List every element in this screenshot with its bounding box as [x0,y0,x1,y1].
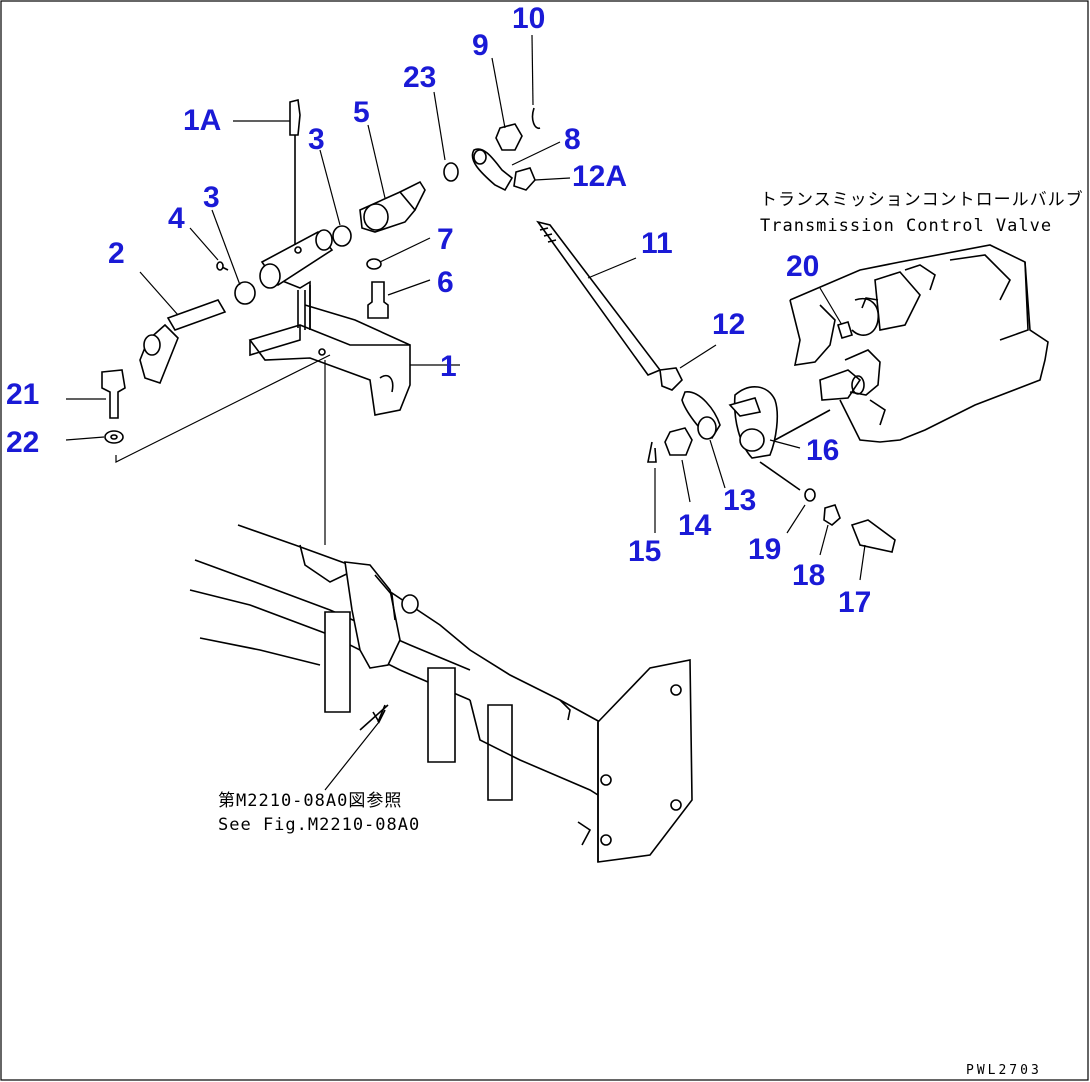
callout-6: 6 [437,266,454,299]
callout-3-right: 3 [308,123,325,156]
callout-12: 12 [712,308,745,341]
callout-7: 7 [437,223,454,256]
callout-23: 23 [403,61,436,94]
callout-15: 15 [628,535,661,568]
callout-21: 21 [6,378,39,411]
plug-part [836,321,854,339]
callout-labels: 1 1A 2 3 3 4 5 6 7 8 9 10 11 12 12A 13 1… [6,2,871,619]
callout-19: 19 [748,533,781,566]
leader-lines [65,34,866,791]
callout-11: 11 [641,227,673,260]
annotation-notes: トランスミッションコントロールバルブ Transmission Control … [218,189,1084,1078]
bracket-assembly [101,99,426,463]
callout-12A: 12A [572,160,627,193]
callout-1: 1 [440,350,457,383]
callout-4: 4 [168,202,185,235]
callout-13: 13 [723,484,756,517]
callout-2: 2 [108,237,125,270]
callout-14: 14 [678,509,712,542]
callout-3-left: 3 [203,181,220,214]
callout-16: 16 [806,434,839,467]
valve-label-japanese: トランスミッションコントロールバルブ [760,189,1084,210]
callout-5: 5 [353,96,370,129]
callout-20: 20 [786,250,819,283]
transmission-control-valve [789,244,1049,443]
lower-frame-structure [189,360,693,863]
drawing-code: PWL2703 [966,1063,1042,1078]
callout-18: 18 [792,559,825,592]
reference-label-japanese: 第M2210-08A0図参照 [218,791,402,811]
valve-label-english: Transmission Control Valve [760,216,1052,236]
callout-1A: 1A [183,104,221,137]
callout-17: 17 [838,586,871,619]
callout-8: 8 [564,123,581,156]
callout-9: 9 [472,29,489,62]
linkage-parts [443,107,896,553]
callout-10: 10 [512,2,545,35]
reference-label-english: See Fig.M2210-08A0 [218,815,420,835]
callout-22: 22 [6,426,39,459]
